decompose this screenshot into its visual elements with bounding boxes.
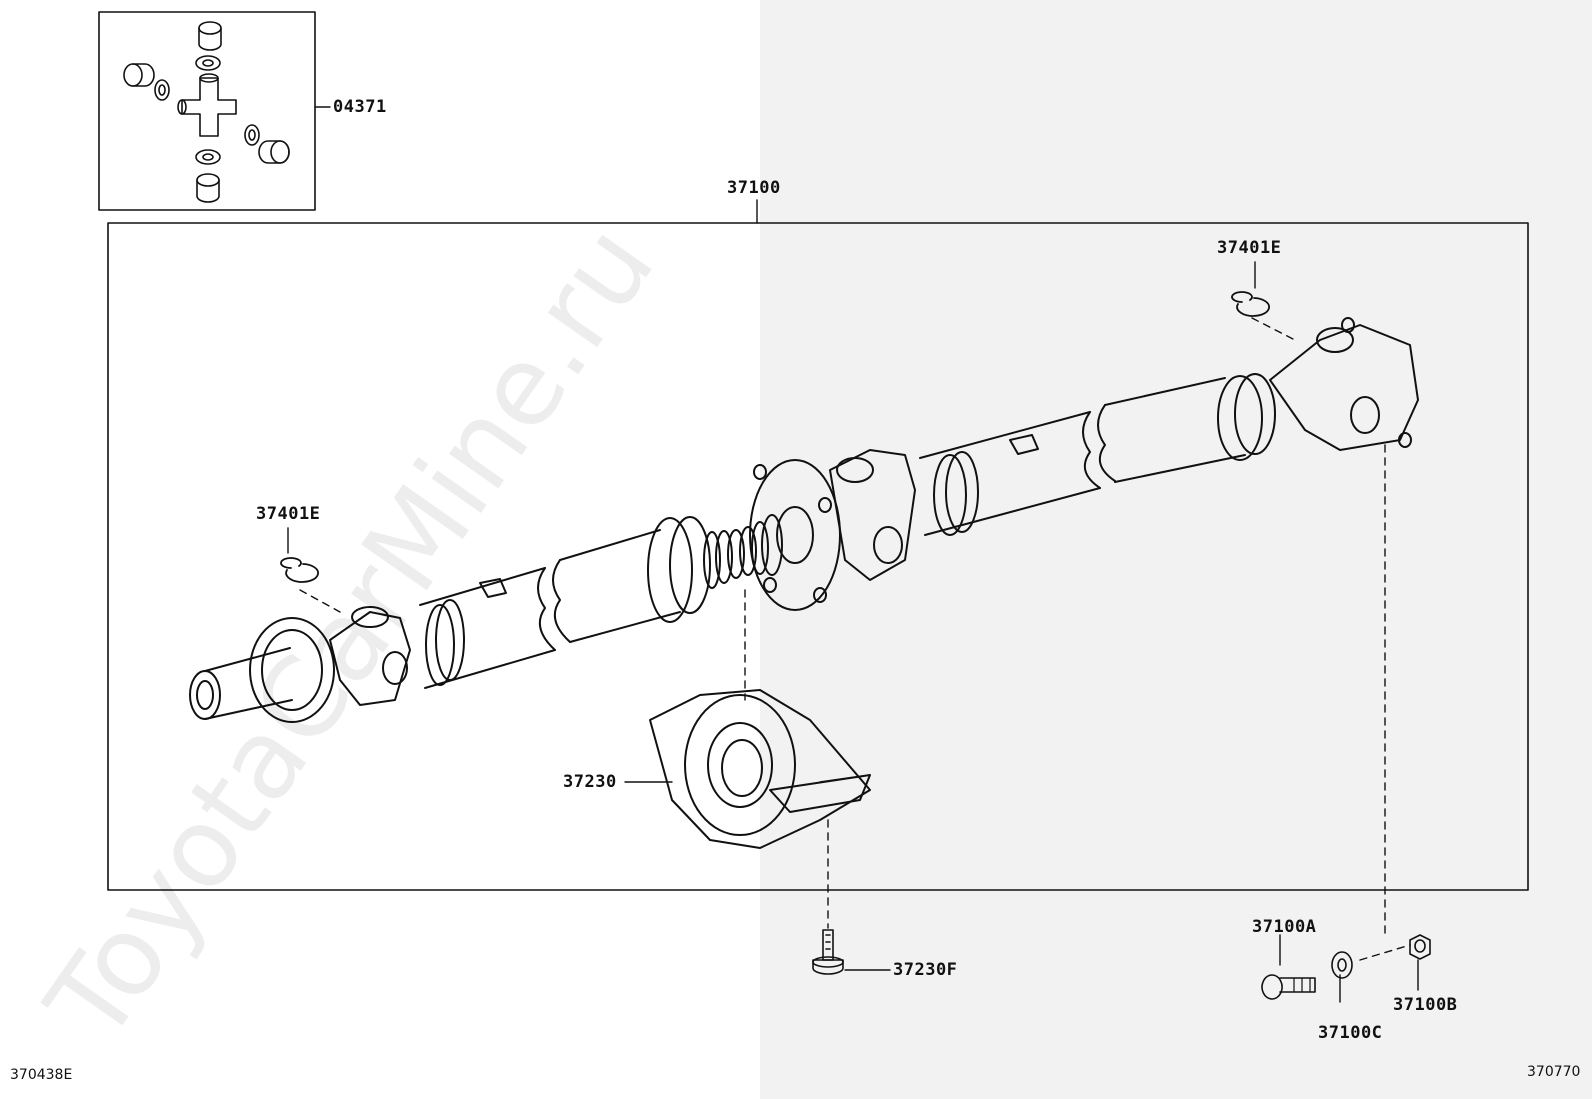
universal-joint-kit-icon bbox=[123, 21, 290, 203]
diagram-code-left: 370438E bbox=[10, 1067, 73, 1083]
label-37100: 37100 bbox=[727, 178, 781, 198]
flange-bolt-icon bbox=[1261, 974, 1316, 1000]
leader-lines bbox=[287, 106, 1419, 1003]
label-37230f: 37230F bbox=[893, 960, 958, 980]
washer-icon bbox=[1331, 951, 1353, 979]
center-bearing-icon bbox=[649, 689, 871, 849]
bolt-icon bbox=[812, 929, 844, 975]
label-37230: 37230 bbox=[563, 772, 617, 792]
label-37100c: 37100C bbox=[1318, 1023, 1383, 1043]
assembly-frame bbox=[107, 222, 1529, 891]
kit-frame bbox=[98, 11, 316, 211]
label-04371: 04371 bbox=[333, 97, 387, 117]
label-37401e-right: 37401E bbox=[1217, 238, 1282, 258]
snap-ring-icon bbox=[280, 291, 1270, 583]
diagram-code-right: 370770 bbox=[1527, 1064, 1581, 1080]
label-37100b: 37100B bbox=[1393, 995, 1458, 1015]
dashed-guides bbox=[299, 317, 1411, 961]
label-37401e-left: 37401E bbox=[256, 504, 321, 524]
background-left-panel bbox=[0, 0, 760, 1099]
background-right-panel bbox=[760, 0, 1592, 1099]
propeller-shaft-icon bbox=[189, 317, 1419, 723]
label-37100a: 37100A bbox=[1252, 917, 1317, 937]
nut-icon bbox=[1409, 934, 1431, 960]
